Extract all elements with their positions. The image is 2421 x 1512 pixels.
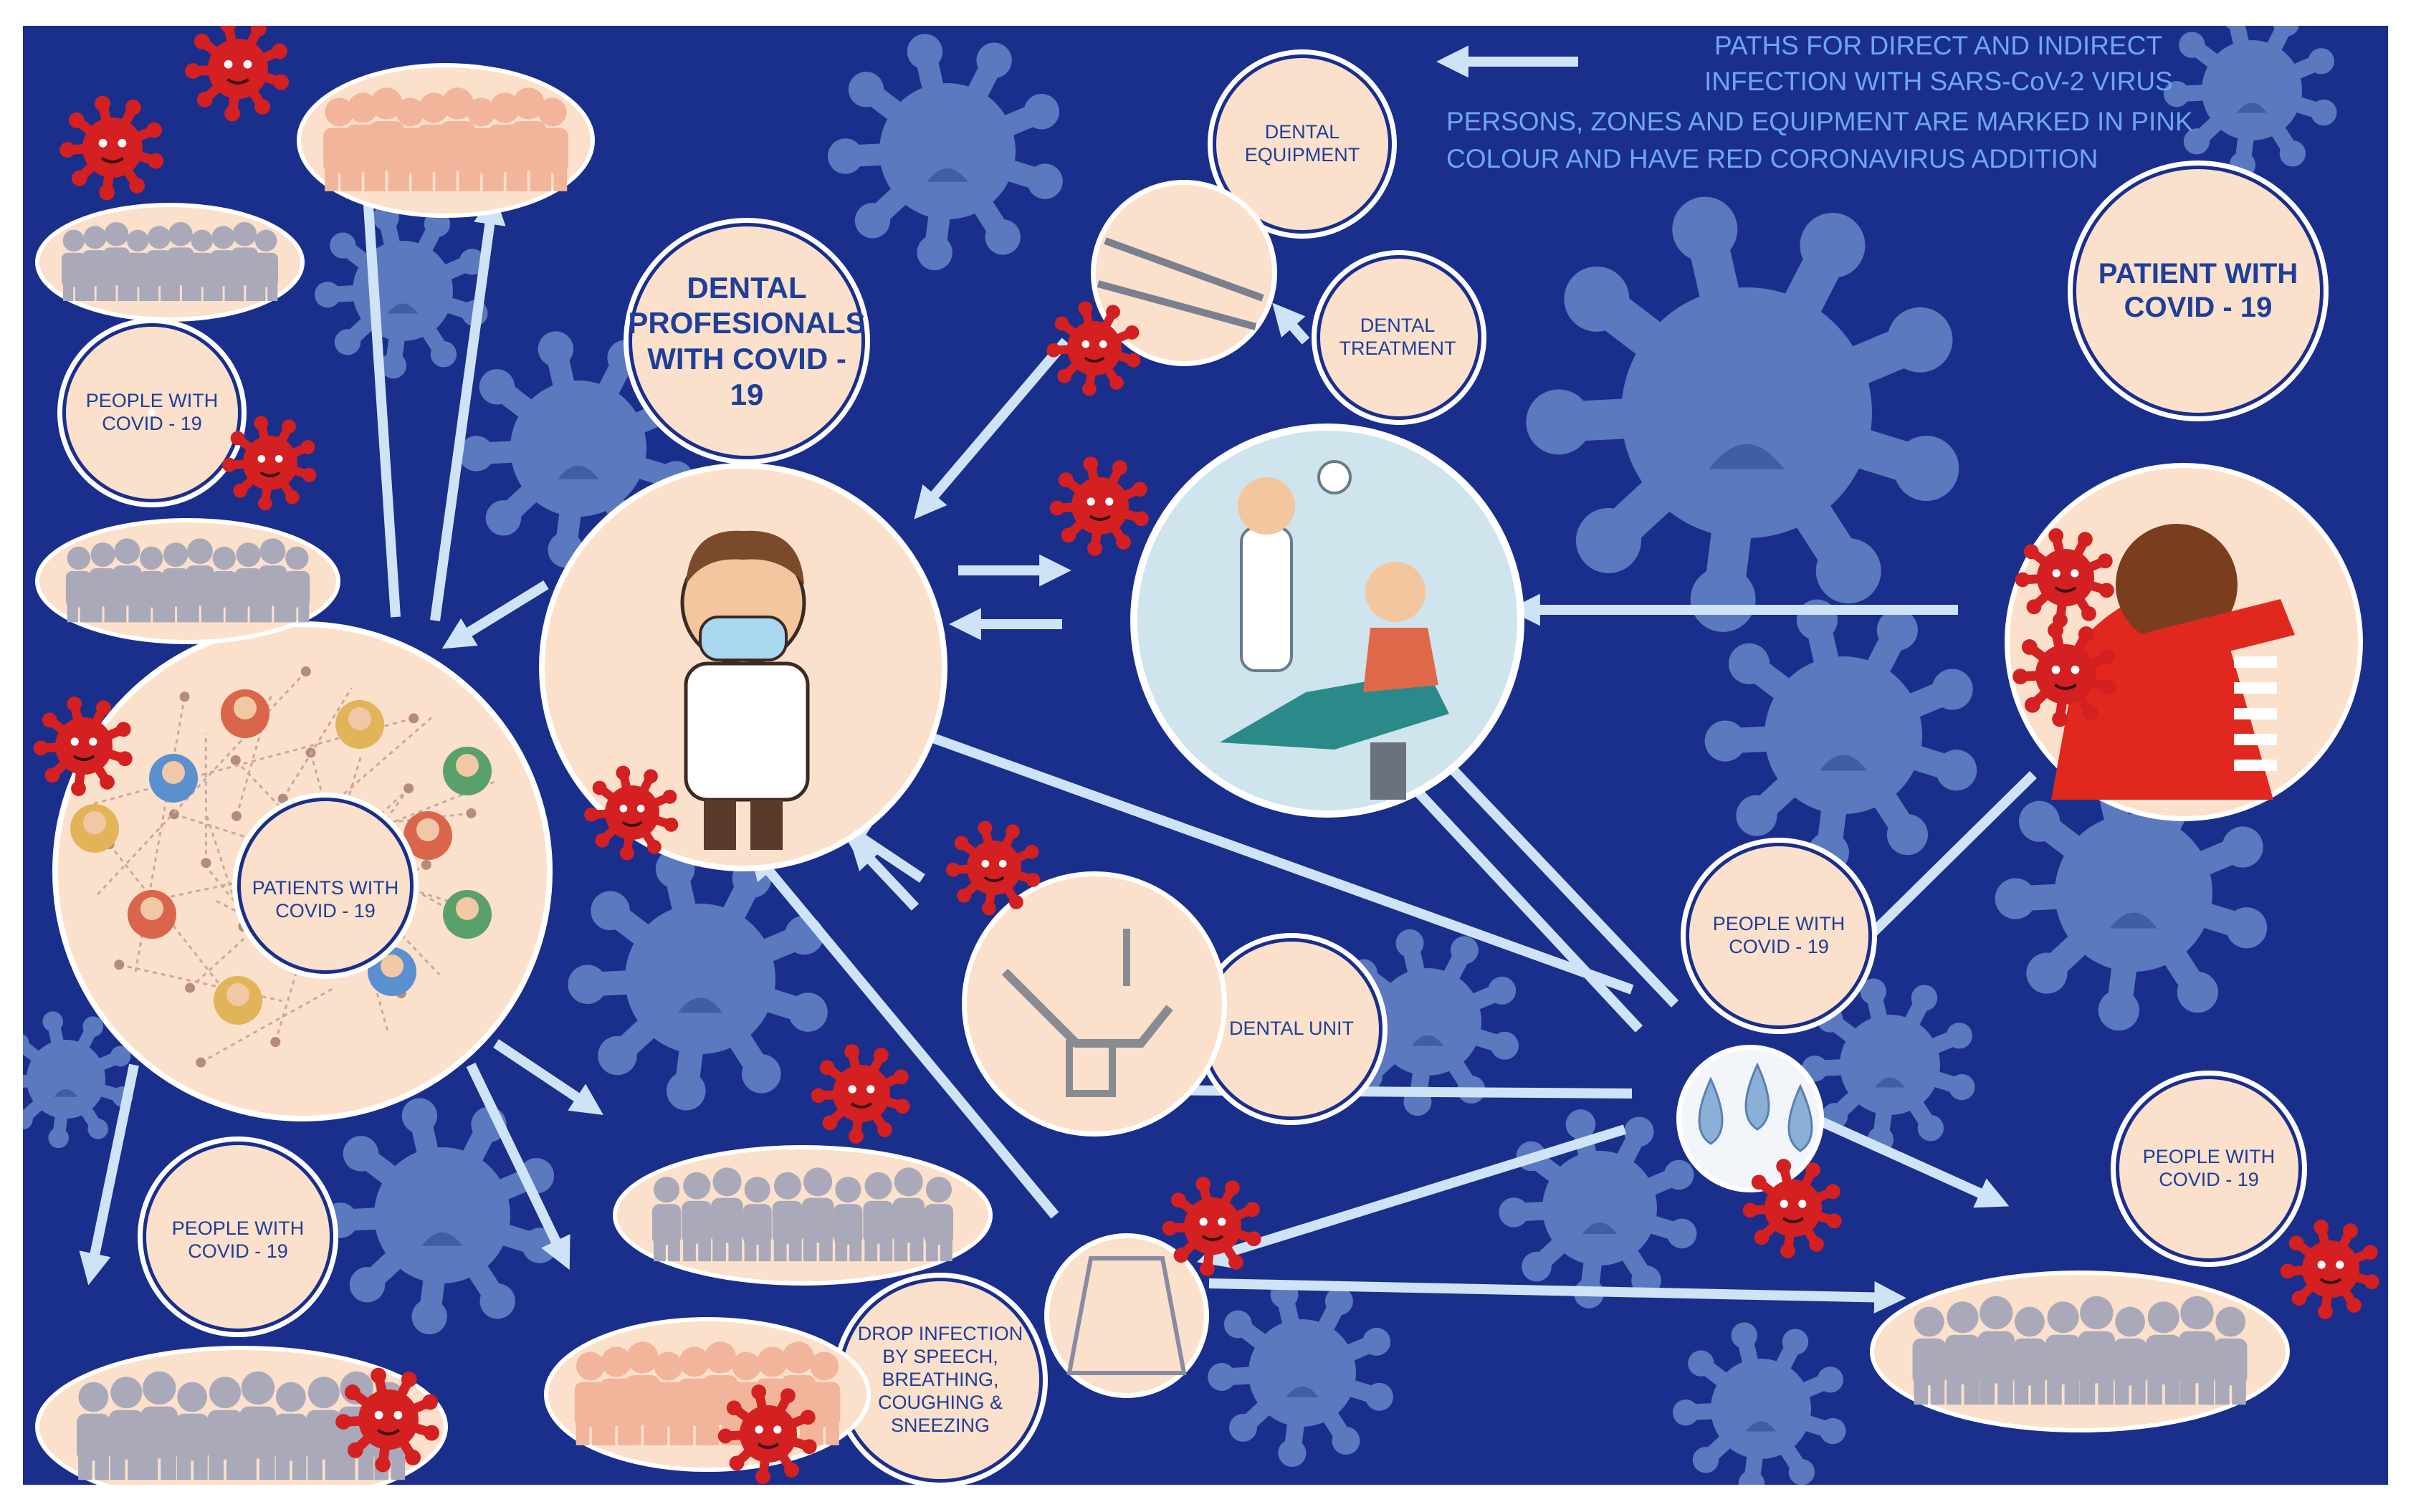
diagram-graphics [23, 26, 2379, 1485]
arrow [1383, 754, 1643, 1033]
red-virus-icon [2012, 622, 2117, 727]
people-group-bottom-center [544, 1317, 871, 1472]
people-group-bottom-right [1870, 1271, 2290, 1432]
legend-line-2: INFECTION WITH SARS-CoV-2 VIRUS [1704, 67, 2173, 96]
arrow [79, 1063, 139, 1286]
infographic-board: PATHS FOR DIRECT AND INDIRECT INFECTION … [23, 26, 2388, 1485]
red-viruses [33, 26, 2379, 1484]
legend-line-3: PERSONS, ZONES AND EQUIPMENT ARE MARKED … [1446, 107, 2193, 136]
background-virus [1672, 1322, 1846, 1485]
people-with-covid-left-label: PEOPLE WITH COVID - 19 [85, 390, 219, 434]
red-virus-icon [1162, 1177, 1261, 1276]
dental-equipment-illustration [1091, 180, 1277, 366]
dental-treatment-illustration [1130, 424, 1524, 818]
people-group-center [613, 1145, 993, 1286]
red-virus-icon [584, 765, 679, 861]
dental-professionals-label: DENTAL PROFESIONALS WITH COVID - 19 [628, 270, 866, 411]
legend-line-4: COLOUR AND HAVE RED CORONAVIRUS ADDITION [1446, 144, 2098, 173]
background-virus [1801, 978, 1975, 1153]
red-virus-icon [717, 1384, 817, 1484]
people-group-upper-left [35, 203, 305, 322]
red-virus-icon [33, 697, 133, 796]
coughing-patient-illustration [2005, 463, 2363, 821]
arrow [493, 1039, 603, 1115]
patient-with-covid-label: PATIENT WITH COVID - 19 [2098, 257, 2298, 323]
red-virus-icon [1742, 1159, 1842, 1258]
dental-professionals-node [624, 218, 870, 464]
diagram-nodes [52, 49, 2363, 1485]
arrow [441, 580, 549, 649]
arrow [348, 117, 401, 618]
background-virus [2163, 26, 2337, 178]
background-virus [827, 34, 1063, 271]
red-virus-icon [2015, 528, 2114, 628]
people-with-covid-center-right-node [1681, 838, 1877, 1034]
arrow [836, 821, 925, 883]
droplets-illustration [1676, 1045, 1824, 1192]
people-with-covid-center-right-label: PEOPLE WITH COVID - 19 [1712, 913, 1845, 957]
arrow [914, 338, 1070, 520]
red-virus-icon [335, 1367, 440, 1473]
dental-unit-label: DENTAL UNIT [1228, 1018, 1354, 1040]
people-with-covid-right-node [2111, 1071, 2307, 1267]
people-with-covid-bottom-left-node [138, 1137, 338, 1337]
arrow [466, 1062, 570, 1271]
people-with-covid-right-label: PEOPLE WITH COVID - 19 [2142, 1146, 2276, 1190]
red-virus-icon [811, 1044, 910, 1144]
red-virus-icon [946, 820, 1041, 916]
people-group-top [297, 63, 595, 218]
red-virus-icon [1046, 301, 1141, 396]
infection-arrows [79, 45, 2037, 1314]
legend-line-1: PATHS FOR DIRECT AND INDIRECT [1714, 31, 2162, 60]
arrow [1196, 1124, 1627, 1268]
dentist-node [539, 463, 947, 871]
patients-with-covid-label: PATIENTS WITH COVID - 19 [252, 877, 399, 922]
spacer [148, 409, 156, 416]
protective-gown-illustration [1044, 1233, 1209, 1398]
red-virus-icon [2280, 1220, 2379, 1319]
arrow [1408, 722, 1679, 1008]
patient-with-covid-node [2068, 161, 2329, 421]
arrow [749, 847, 1059, 1219]
red-virus-icon [185, 26, 290, 122]
background-virus [322, 1098, 558, 1335]
background-virus [1704, 599, 1977, 874]
drop-infection-node [833, 1273, 1048, 1485]
people-with-covid-bottom-left-label: PEOPLE WITH COVID - 19 [171, 1217, 305, 1262]
dental-treatment-node [1312, 250, 1486, 425]
dental-unit-node [1195, 933, 1388, 1125]
arrow [1272, 302, 1310, 345]
red-virus-icon [59, 95, 164, 201]
background-virus [1526, 196, 1959, 632]
people-groups [35, 63, 2290, 1485]
arrow [903, 723, 1634, 995]
background-virus [314, 204, 488, 379]
red-virus-icon [222, 416, 317, 511]
dental-equipment-label: DENTAL EQUIPMENT [1244, 121, 1360, 166]
arrow [430, 192, 506, 621]
red-virus-icon [1049, 456, 1149, 556]
arrow [1813, 1114, 2010, 1208]
patients-with-covid-inner [232, 793, 419, 979]
people-group-mid-left [35, 518, 340, 644]
dental-unit-illustration [962, 871, 1227, 1137]
dental-equipment-node [1208, 49, 1397, 239]
drop-infection-label: DROP INFECTION BY SPEECH, BREATHING, COU… [857, 1323, 1023, 1436]
arrow [1208, 1278, 1906, 1314]
arrow [849, 836, 920, 911]
dental-treatment-label: DENTAL TREATMENT [1339, 315, 1456, 359]
background-virus [1208, 1280, 1393, 1468]
